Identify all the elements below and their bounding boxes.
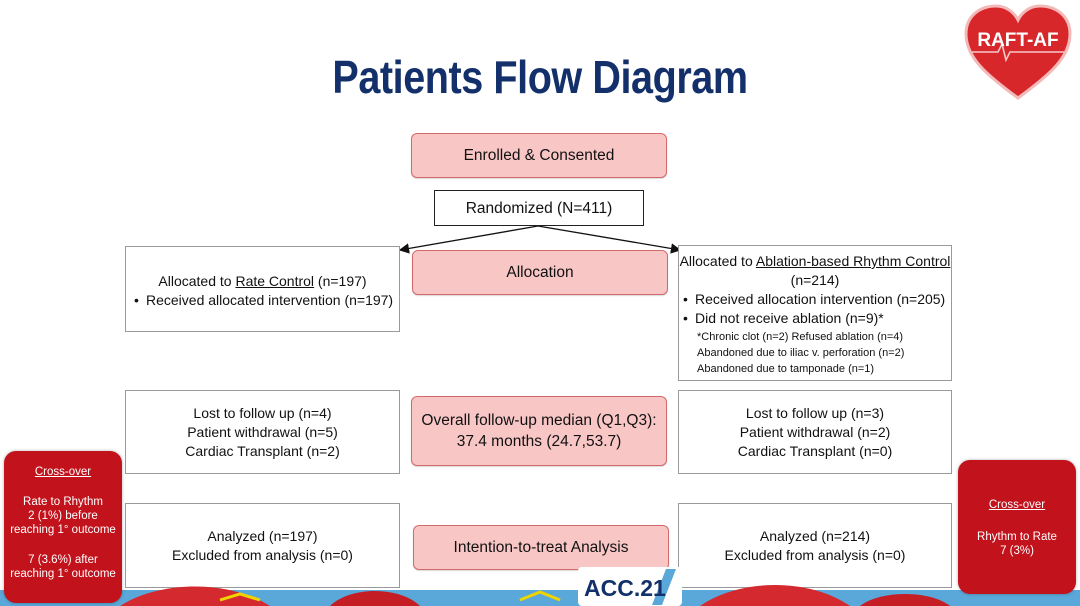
allocation-box: Allocation: [412, 250, 668, 295]
rate-control-bullets: Received allocated intervention (n=197): [132, 291, 393, 310]
rhythm-control-bullets: Received allocation intervention (n=205)…: [679, 290, 951, 328]
rhythm-control-heading: Allocated to Ablation-based Rhythm Contr…: [679, 253, 951, 269]
logo-text: RAFT-AF: [977, 30, 1058, 51]
list-item: Rhythm to Rate: [977, 531, 1057, 543]
arrow-to-rhythm-control: [537, 225, 682, 254]
randomized-box: Randomized (N=411): [434, 190, 644, 226]
itt-analysis-box: Intention-to-treat Analysis: [413, 525, 669, 570]
rate-control-arm: Rate Control: [235, 273, 315, 289]
rhythm-control-followup-box: Lost to follow up (n=3) Patient withdraw…: [678, 390, 952, 474]
enrolled-box: Enrolled & Consented: [411, 133, 667, 178]
followup-median-box: Overall follow-up median (Q1,Q3): 37.4 m…: [411, 396, 667, 466]
itt-label: Intention-to-treat Analysis: [453, 539, 629, 556]
ablation-notes: *Chronic clot (n=2) Refused ablation (n=…: [679, 329, 951, 377]
list-item: *Chronic clot (n=2) Refused ablation (n=…: [697, 331, 904, 343]
crossover-left-box: Cross-over Rate to Rhythm 2 (1%) before …: [4, 451, 122, 603]
crossover-right-title: Cross-over: [988, 499, 1046, 511]
arrow-to-rate-control: [398, 225, 539, 254]
list-item: 2 (1%) before: [28, 510, 98, 522]
crossover-right-box: Cross-over Rhythm to Rate 7 (3%): [958, 460, 1076, 594]
list-item: Analyzed (n=214): [759, 527, 871, 544]
list-item: Patient withdrawal (n=5): [187, 423, 338, 440]
list-item: Rate to Rhythm: [23, 496, 103, 508]
acc21-logo: ACC.21: [578, 567, 682, 606]
followup-line2: 37.4 months (24.7,53.7): [456, 433, 622, 450]
rate-control-heading: Allocated to Rate Control (n=197): [158, 273, 367, 289]
list-item: Abandoned due to iliac v. perforation (n…: [697, 347, 905, 359]
list-item: Lost to follow up (n=4): [193, 404, 332, 421]
list-item: Analyzed (n=197): [207, 527, 318, 544]
list-item: reaching 1° outcome: [10, 524, 116, 536]
page-title: Patients Flow Diagram: [332, 51, 748, 103]
rhythm-control-allocation-box: Allocated to Ablation-based Rhythm Contr…: [678, 245, 952, 381]
list-item: Excluded from analysis (n=0): [724, 546, 906, 563]
footer-decoration: [0, 585, 1080, 606]
list-item: Did not receive ablation (n=9)*: [681, 309, 951, 328]
list-item: Patient withdrawal (n=2): [739, 423, 891, 440]
list-item: Lost to follow up (n=3): [745, 404, 885, 421]
list-item: Received allocated intervention (n=197): [132, 291, 393, 310]
list-item: Abandoned due to tamponade (n=1): [697, 363, 875, 375]
list-item: Excluded from analysis (n=0): [172, 546, 353, 563]
list-item: 7 (3%): [1000, 545, 1034, 557]
followup-line1: Overall follow-up median (Q1,Q3):: [421, 412, 657, 429]
raft-af-logo: RAFT-AF: [964, 4, 1072, 100]
rate-control-allocation-box: Allocated to Rate Control (n=197) Receiv…: [125, 246, 400, 332]
list-item: Received allocation intervention (n=205): [681, 290, 951, 309]
acc21-text: ACC.21: [584, 575, 666, 601]
rate-control-followup-box: Lost to follow up (n=4) Patient withdraw…: [125, 390, 400, 474]
list-item: Cardiac Transplant (n=2): [185, 442, 340, 459]
rate-control-analysis-box: Analyzed (n=197) Excluded from analysis …: [125, 503, 400, 588]
rhythm-control-analysis-box: Analyzed (n=214) Excluded from analysis …: [678, 503, 952, 588]
list-item: reaching 1° outcome: [10, 568, 116, 580]
list-item: Cardiac Transplant (n=0): [737, 442, 893, 459]
enrolled-label: Enrolled & Consented: [463, 147, 615, 164]
list-item: 7 (3.6%) after: [28, 554, 98, 566]
rhythm-control-count: (n=214): [790, 272, 840, 288]
allocation-label: Allocation: [506, 264, 574, 281]
randomized-label: Randomized (N=411): [465, 199, 613, 217]
rhythm-control-arm: Ablation-based Rhythm Control: [755, 253, 951, 269]
crossover-left-title: Cross-over: [34, 466, 92, 478]
